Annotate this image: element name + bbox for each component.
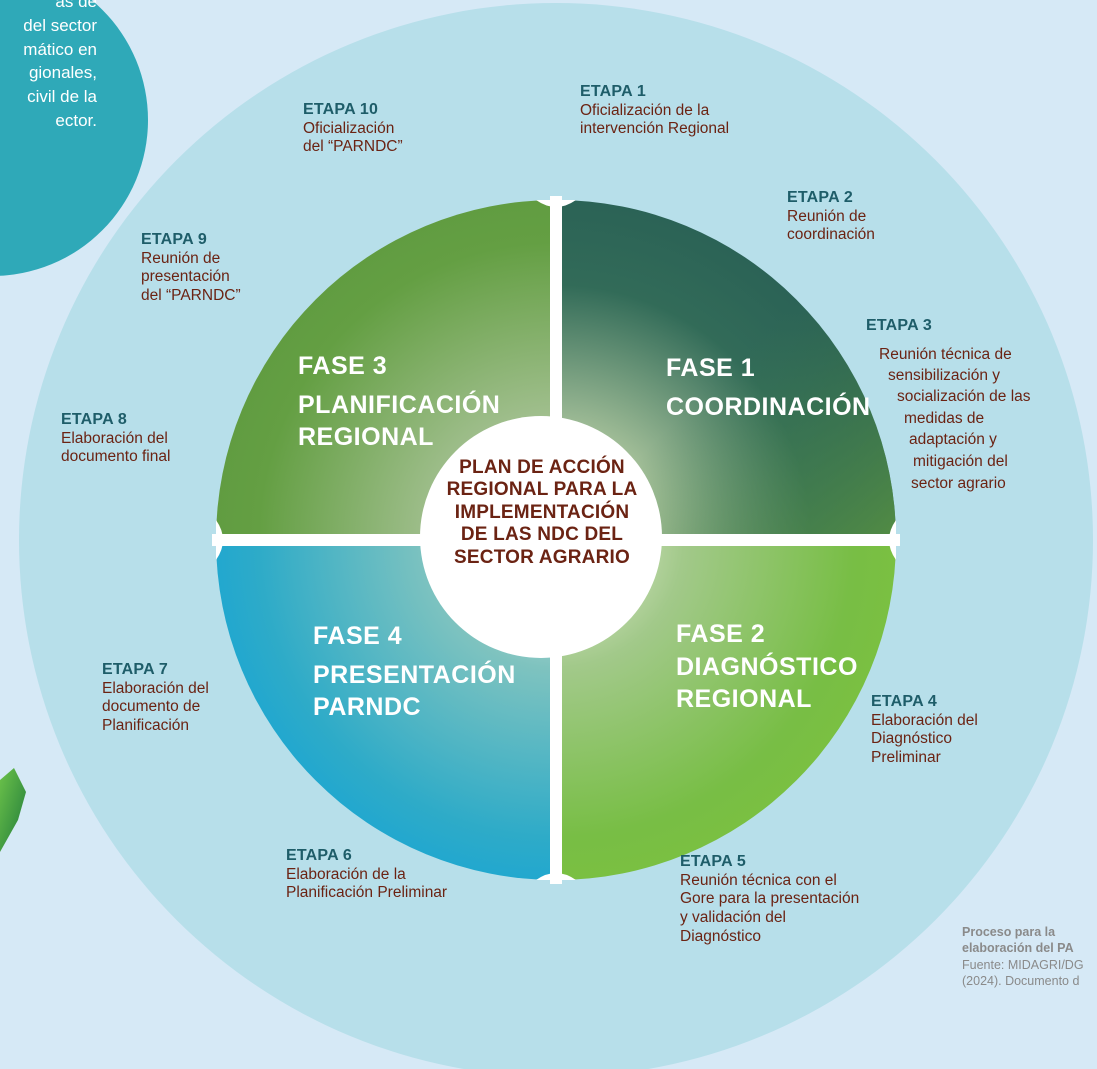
etapa-desc-line: Gore para la presentación [680, 890, 860, 908]
etapa-desc-line: Oficialización [303, 119, 395, 137]
caption-source-line: (2024). Documento d [962, 973, 1080, 988]
etapa-10: ETAPA 10 Oficialización del “PARNDC” [303, 100, 403, 157]
etapa-desc-line: y validación del [680, 909, 786, 927]
plan-title: PLAN DE ACCIÓN REGIONAL PARA LA IMPLEMEN… [438, 457, 646, 569]
etapa-desc-line: Elaboración del [102, 679, 209, 697]
etapa-desc-line: Oficialización de la [580, 101, 710, 119]
caption-title-line: Proceso para la [962, 925, 1056, 939]
fase-3-label: FASE 3 PLANIFICACIÓN REGIONAL [298, 350, 500, 454]
fase-number: FASE 3 [298, 352, 388, 380]
etapa-7: ETAPA 7 Elaboración del documento de Pla… [102, 660, 209, 736]
etapa-4: ETAPA 4 Elaboración del Diagnóstico Prel… [871, 692, 978, 768]
etapa-desc-line: presentación [141, 268, 230, 286]
etapa-desc-line: Elaboración del [871, 711, 978, 729]
divider-notch-left [216, 520, 223, 560]
etapa-9: ETAPA 9 Reunión de presentación del “PAR… [141, 230, 241, 306]
etapa-desc-line: sensibilización y [888, 367, 1000, 384]
etapa-desc-line: Diagnóstico [871, 730, 952, 748]
quadrant-fase-1-shade [556, 200, 896, 540]
etapa-title: ETAPA 10 [303, 101, 379, 118]
divider-notch-bottom [536, 873, 576, 880]
fase-number: FASE 1 [666, 354, 756, 382]
divider-notch-top [536, 200, 576, 207]
quadrant-fase-2 [556, 540, 896, 880]
fase-name: COORDINACIÓN [666, 392, 871, 421]
divider-notch-right [889, 520, 896, 560]
etapa-desc-line: coordinación [787, 226, 875, 244]
etapa-title: ETAPA 2 [787, 189, 854, 206]
etapa-desc-line: del “PARNDC” [303, 138, 403, 156]
etapa-desc-line: Planificación Preliminar [286, 884, 448, 902]
etapa-desc-line: Preliminar [871, 749, 941, 767]
etapa-desc-line: Elaboración del [61, 429, 168, 447]
fase-name: PRESENTACIÓN [313, 660, 516, 689]
etapa-desc-line: medidas de [904, 410, 985, 427]
etapa-desc-line: mitigación del [913, 453, 1008, 470]
etapa-desc-line: del “PARNDC” [141, 287, 241, 305]
fase-name: REGIONAL [676, 685, 812, 713]
etapa-desc-line: Elaboración de la [286, 865, 406, 883]
gem-decoration [0, 768, 26, 852]
figure-caption: Proceso para la elaboración del PA Fuent… [962, 924, 1084, 989]
etapa-2: ETAPA 2 Reunión de coordinación [787, 188, 875, 245]
etapa-title: ETAPA 7 [102, 661, 169, 678]
caption-title-line: elaboración del PA [962, 941, 1074, 956]
etapa-title: ETAPA 5 [680, 853, 747, 870]
etapa-desc-line: Reunión de [141, 249, 221, 267]
etapa-desc-line: Reunión de [787, 207, 867, 225]
etapa-desc-line: documento de [102, 698, 201, 716]
etapa-desc-line: Planificación [102, 717, 190, 735]
intro-line: civil de la [27, 87, 97, 107]
etapa-desc-line: documento final [61, 448, 171, 466]
fase-1-label: FASE 1 COORDINACIÓN [666, 352, 871, 423]
etapa-title: ETAPA 9 [141, 231, 208, 248]
etapa-desc-line: sector agrario [911, 475, 1006, 492]
plan-title-line: PLAN DE ACCIÓN [459, 457, 625, 478]
etapa-title: ETAPA 3 [866, 317, 933, 334]
intro-line: mático en [23, 39, 97, 59]
intro-line: as de [55, 0, 97, 11]
intro-text: as de del sector mático en gionales, civ… [23, 0, 97, 133]
etapa-6: ETAPA 6 Elaboración de la Planificación … [286, 846, 447, 903]
etapa-desc-line: socialización de las [897, 388, 1031, 405]
etapa-desc-line: intervención Regional [580, 120, 730, 138]
etapa-8: ETAPA 8 Elaboración del documento final [61, 410, 170, 467]
fase-name: PLANIFICACIÓN [298, 390, 501, 419]
etapa-5: ETAPA 5 Reunión técnica con el Gore para… [680, 852, 859, 947]
plan-title-line: REGIONAL PARA LA [446, 479, 638, 501]
etapa-title: ETAPA 1 [580, 83, 647, 100]
etapa-title: ETAPA 8 [61, 411, 128, 428]
intro-circle [0, 0, 148, 276]
plan-title-line: DE LAS NDC DEL [460, 524, 624, 546]
fase-name: PARNDC [313, 693, 422, 721]
etapa-title: ETAPA 6 [286, 847, 353, 864]
plan-title-line: SECTOR AGRARIO [454, 546, 630, 568]
plan-title-line: IMPLEMENTACIÓN [454, 501, 630, 523]
fase-2-label: FASE 2 DIAGNÓSTICO REGIONAL [676, 618, 858, 716]
intro-line: ector. [55, 110, 97, 130]
fase-name: REGIONAL [298, 423, 434, 451]
etapa-title: ETAPA 4 [871, 693, 938, 710]
etapa-1: ETAPA 1 Oficialización de la intervenció… [580, 82, 729, 139]
etapa-desc-line: Reunión técnica de [879, 346, 1012, 363]
fase-4-label: FASE 4 PRESENTACIÓN PARNDC [313, 620, 516, 724]
etapa-desc-line: Diagnóstico [680, 928, 761, 946]
intro-line: gionales, [28, 63, 97, 83]
etapa-desc-line: Reunión técnica con el [680, 871, 837, 889]
fase-number: FASE 4 [313, 622, 403, 650]
fase-name: DIAGNÓSTICO [676, 652, 858, 681]
caption-source-line: Fuente: MIDAGRI/DG [962, 957, 1084, 972]
intro-line: del sector [23, 15, 97, 35]
etapa-desc-line: adaptación y [909, 431, 997, 448]
center-circle [420, 416, 662, 658]
fase-number: FASE 2 [676, 620, 766, 648]
